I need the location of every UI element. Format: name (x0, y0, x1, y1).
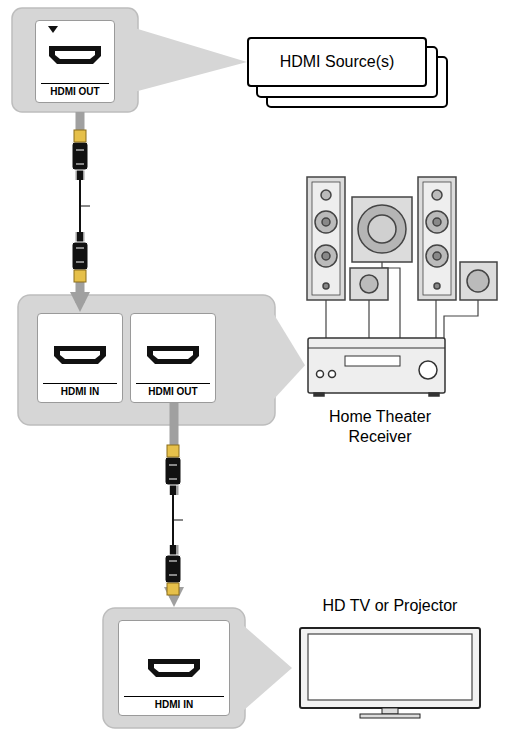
hdmi-cable (172, 495, 174, 545)
node-label: Home Theater Receiver (310, 407, 450, 447)
hdmi-cable (72, 232, 88, 282)
speaker-wires (368, 300, 369, 338)
port-marker (48, 26, 58, 34)
receiver-unit (308, 348, 445, 349)
port-panel: HDMI OUT (12, 8, 138, 112)
speaker-wires (444, 300, 478, 338)
receiver-unit (345, 356, 400, 366)
receiver-unit (308, 338, 445, 393)
hdmi-cable (79, 180, 81, 232)
device-figure: Home Theater Receiver (305, 335, 455, 447)
speaker (315, 211, 337, 233)
callout-wedge (274, 315, 305, 400)
tv-set (308, 634, 472, 700)
speaker (350, 268, 388, 300)
receiver-unit (329, 371, 336, 378)
callout-wedge (137, 29, 247, 91)
hdmi-cable (165, 545, 181, 595)
speaker-wires (382, 262, 400, 338)
speaker (418, 177, 456, 300)
receiver-unit (429, 393, 439, 396)
callout-wedge (244, 626, 292, 710)
hdmi-port-icon (45, 43, 105, 67)
speaker (307, 177, 345, 300)
receiver-unit (314, 393, 324, 396)
speaker (423, 182, 451, 295)
speaker (433, 218, 441, 226)
hdmi-cable (165, 445, 183, 595)
hdmi-signal-arrow (76, 112, 85, 303)
speaker (426, 211, 448, 233)
node-label: HDMI Source(s) (270, 53, 405, 71)
receiver-unit (419, 361, 437, 379)
hdmi-port-icon (50, 343, 110, 367)
speaker (312, 182, 340, 295)
speaker (360, 275, 378, 293)
speaker (315, 245, 337, 267)
hdmi-port: HDMI OUT (35, 20, 115, 103)
hdmi-cable (72, 130, 90, 282)
speaker (418, 177, 456, 300)
speaker (432, 190, 442, 200)
tv-set (382, 708, 398, 714)
port-panel: HDMI IN (103, 608, 245, 728)
hdmi-cable (173, 520, 183, 521)
subwoofer (358, 205, 406, 253)
receiver-unit (317, 371, 324, 378)
hdmi-port: HDMI OUT (130, 313, 216, 403)
speaker (307, 177, 345, 300)
port-panel: HDMI IN HDMI OUT (18, 295, 275, 425)
speaker (433, 252, 441, 260)
tv-set (300, 628, 480, 708)
node-label: HDMI OUT (136, 383, 210, 397)
node-label: HDMI OUT (41, 83, 109, 97)
port-panel (103, 608, 245, 728)
node-label: HDMI IN (43, 383, 117, 397)
port-panel (18, 295, 275, 425)
hdmi-cable (72, 180, 88, 232)
hdmi-signal-arrow (170, 403, 179, 598)
speaker (426, 245, 448, 267)
hdmi-cable (165, 495, 181, 545)
hdmi-port-icon (144, 656, 204, 680)
speaker (467, 270, 489, 292)
speaker (434, 283, 440, 289)
node-label: HDMI IN (124, 696, 224, 710)
node-label: HD TV or Projector (300, 596, 480, 616)
hdmi-port-icon (143, 343, 203, 367)
subwoofer (352, 197, 412, 262)
speaker (350, 262, 497, 300)
hdmi-cable (165, 445, 181, 495)
hdmi-port: HDMI IN (118, 620, 230, 716)
speaker-wires (326, 262, 478, 338)
speaker (322, 218, 330, 226)
subwoofer (368, 215, 396, 243)
speaker (321, 190, 331, 200)
tv-set (360, 714, 420, 718)
hdmi-cable (72, 130, 88, 180)
speaker (322, 252, 330, 260)
device-figure: HD TV or Projector (292, 596, 488, 720)
speaker (460, 262, 497, 300)
tv-set (300, 628, 480, 718)
receiver-unit (308, 338, 445, 396)
hdmi-port: HDMI IN (37, 313, 123, 403)
port-panel (12, 8, 138, 112)
subwoofer (352, 197, 412, 262)
speaker-wires (435, 300, 436, 338)
speaker-wires (325, 300, 326, 338)
speaker (323, 283, 329, 289)
hdmi-cable (80, 206, 90, 207)
source-box: HDMI Source(s) (247, 37, 427, 87)
